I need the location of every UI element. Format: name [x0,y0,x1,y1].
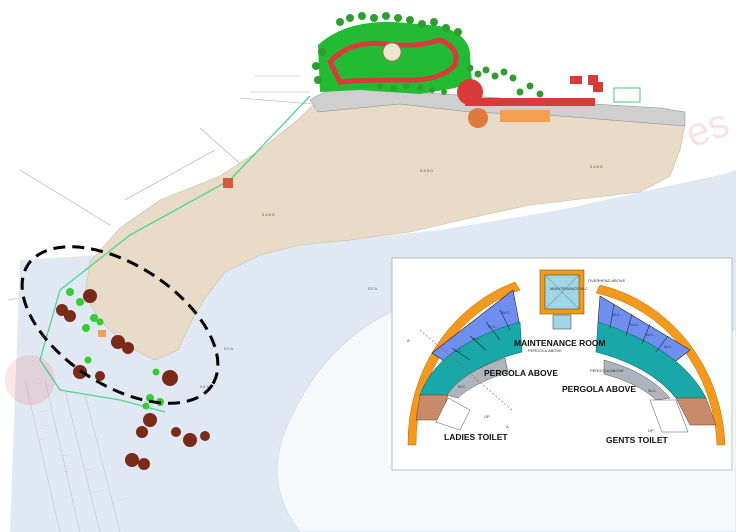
svg-text:·····: ····· [40,437,45,441]
sand-label-3: SAND [590,165,604,169]
sea-label-3: SEA [200,385,210,389]
sand-beach [84,99,686,361]
kiosk [223,178,233,188]
right-cubicle-2: W.C. [630,322,639,327]
right-wc-pod [603,359,671,401]
pergola-note-2: PERGOLA ABOVE [590,368,624,373]
svg-text:·····: ····· [44,423,49,427]
right-stair [675,397,717,426]
beach-bushes [66,288,164,410]
section-marker-bottom: A [506,424,509,429]
maintenance-room: MAINTENANCE W.C. OVERHEAD ABOVE [539,269,625,330]
pergola-above-right: PERGOLA ABOVE [562,384,636,394]
beach-kiosk [98,330,106,337]
sand-label-2: SAND [420,169,434,173]
park-trees [312,12,544,98]
sand-label-1: SAND [262,213,276,217]
left-cubicle-3: W.C. [488,324,497,329]
right-cubicle-4: W.C. [664,344,673,349]
left-cubicle-2: W.C. [472,336,481,341]
svg-text:·····: ····· [36,381,41,385]
right-landing [649,399,689,433]
svg-text:·····: ····· [44,395,49,399]
svg-text:·····: ····· [86,467,91,471]
overhead-label: OVERHEAD ABOVE [588,278,625,283]
maintenance-inner-label: MAINTENANCE W.C. [550,286,589,291]
gents-toilet-label: GENTS TOILET [606,435,669,445]
svg-text:·····: ····· [40,409,45,413]
left-cubicle-1: W.C. [454,348,463,353]
plot-hatching [24,379,121,532]
toilet-block-plan: W.C. W.C. W.C. W.C. W.C. W.C. W.C. W.C. … [391,257,733,471]
svg-text:·····: ····· [118,497,123,501]
section-marker-top: A [407,338,410,343]
svg-text:·····: ····· [62,453,67,457]
watermark-text: es [680,101,735,157]
sea-label-1: SEA [368,287,378,291]
svg-text:·····: ····· [64,469,69,473]
right-wc-label: W.C. [648,388,657,393]
park-area [318,21,641,128]
up-left-label: UP [484,414,490,419]
left-wing: W.C. W.C. W.C. W.C. W.C. [407,281,523,446]
up-right-label: UP [648,428,654,433]
highlight-ellipse [20,245,220,405]
pergola-above-left: PERGOLA ABOVE [484,368,558,378]
sea-label-2: SEA [224,347,234,351]
ladies-toilet-label: LADIES TOILET [444,432,508,442]
right-outer-ring [595,284,726,446]
left-landing [435,397,471,431]
svg-text:·····: ····· [94,489,99,493]
site-boundary [39,95,311,413]
left-cubicle-4: W.C. [502,310,511,315]
left-wc-pod [446,357,509,399]
right-cubicle-1: W.C. [612,312,621,317]
left-wc-label: W.C. [458,384,467,389]
plot-labels: ····· ····· ····· ····· ····· ····· ····… [36,381,123,501]
maintenance-room-label: MAINTENANCE ROOM [514,338,606,348]
right-wing: W.C. W.C. W.C. W.C. W.C. [595,284,726,446]
right-cubicle-3: W.C. [646,332,655,337]
pergola-note-1: PERGOLA ABOVE [528,348,562,353]
section-line [419,329,513,411]
watermark-logo [5,355,55,405]
